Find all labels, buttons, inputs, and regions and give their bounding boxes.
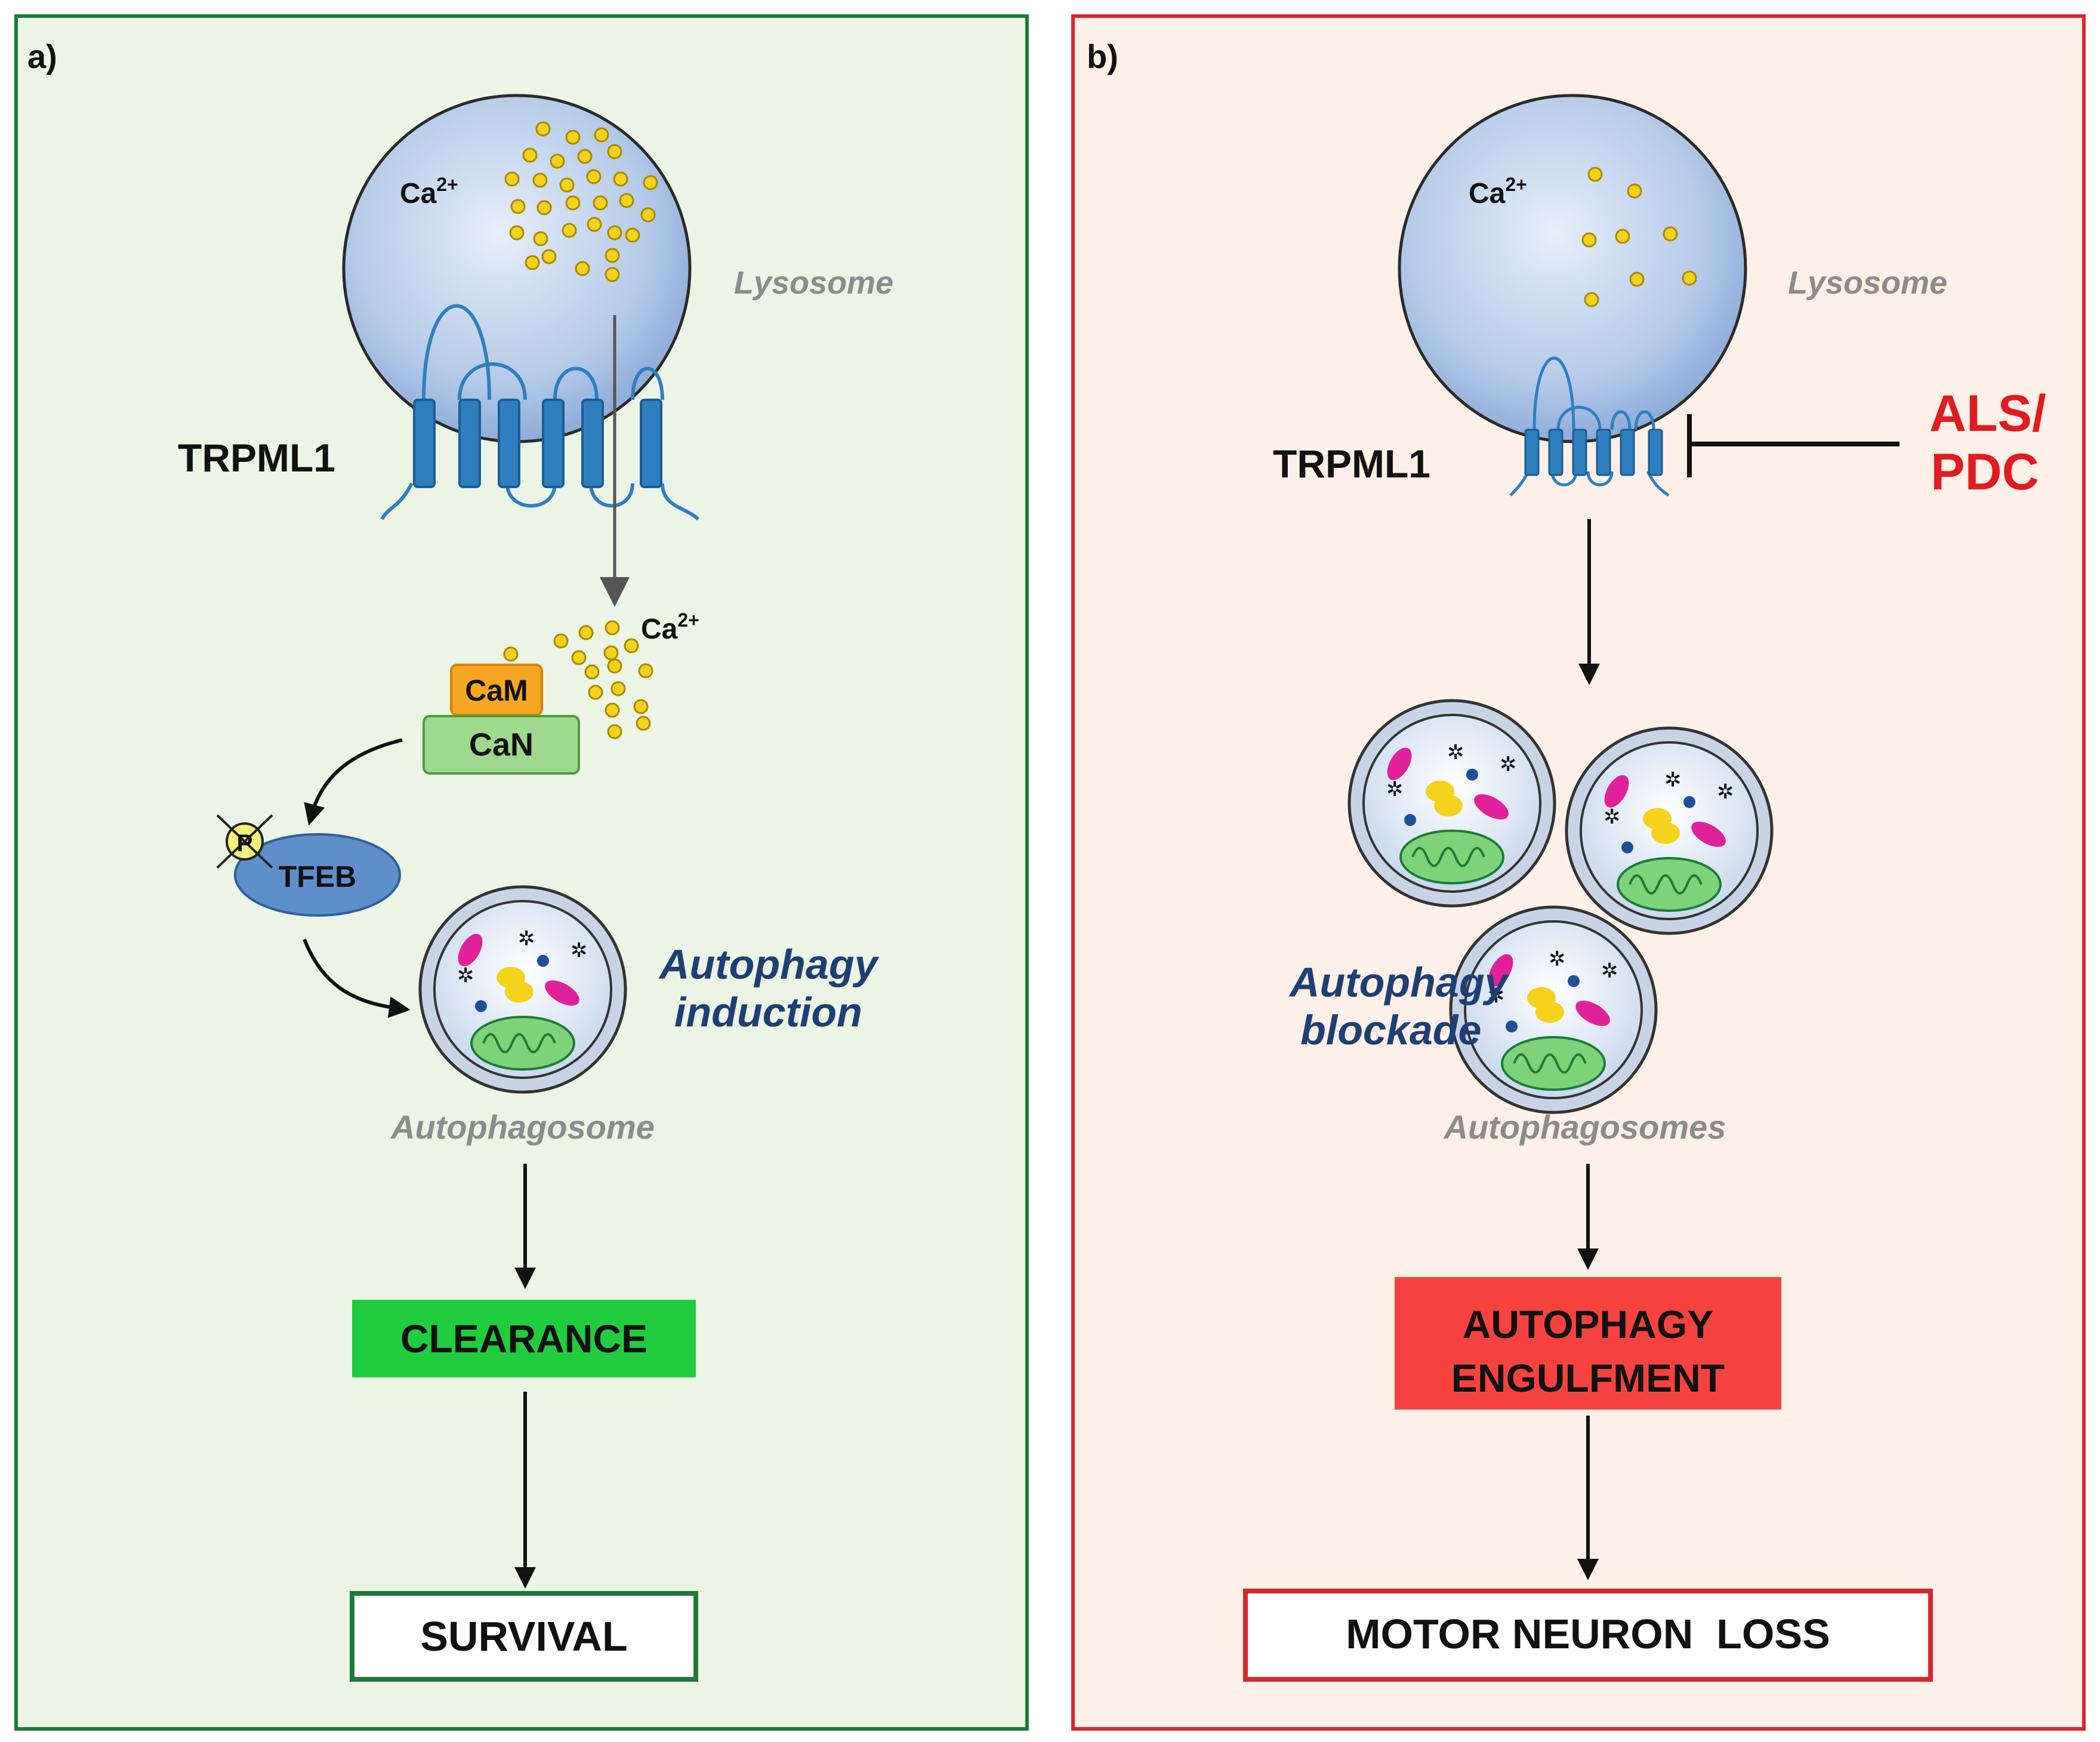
trpml1-label: TRPML1 <box>1273 442 1430 486</box>
engulfment-box <box>1395 1277 1781 1410</box>
svg-text:✲: ✲ <box>457 964 474 987</box>
engulfment-line2: ENGULFMENT <box>1451 1356 1725 1400</box>
disease-line1: ALS/ <box>1929 385 2046 442</box>
lysosome-label: Lysosome <box>734 265 893 301</box>
lysosome-ca-label: Ca2+ <box>400 174 458 209</box>
survival-box <box>350 1591 698 1682</box>
tfeb-to-autophagosome-arrow <box>303 938 411 1018</box>
lysosome-ca-label: Ca2+ <box>1469 174 1527 209</box>
clearance-label: CLEARANCE <box>400 1316 647 1361</box>
tfeb-ellipse <box>234 833 401 917</box>
panel-b-letter: b) <box>1087 38 1118 75</box>
autophagosome-right <box>1566 728 1772 933</box>
lysosome-label: Lysosome <box>1788 265 1947 301</box>
autophagosome-left <box>1349 701 1555 906</box>
autophagy-induction-line1: Autophagy <box>658 941 880 988</box>
engulfment-line1: AUTOPHAGY <box>1463 1302 1714 1346</box>
released-calcium-ions <box>503 620 653 739</box>
autophagy-induction-line2: induction <box>674 989 862 1035</box>
tfeb-label: TFEB <box>279 860 357 893</box>
phosphate-label: P <box>237 830 253 856</box>
autophagy-blockade-line1: Autophagy <box>1288 959 1510 1006</box>
motor-neuron-loss-label: MOTOR NEURON LOSS <box>1346 1611 1830 1657</box>
panel-a-letter: a) <box>27 38 57 75</box>
svg-text:✲: ✲ <box>571 939 588 962</box>
autophagosome-bottom <box>1451 907 1656 1112</box>
lysosome-calcium-ions <box>1581 167 1697 307</box>
autophagosomes-label: Autophagosomes <box>1443 1108 1726 1146</box>
disease-line2: PDC <box>1931 443 2039 501</box>
lysosome <box>1398 94 1747 443</box>
autophagosome: ✲ ✲ ✲ <box>418 885 627 1094</box>
autophagy-blockade-line2: blockade <box>1300 1007 1481 1053</box>
can-box <box>423 715 580 775</box>
inhibition-bar <box>1687 414 1899 477</box>
cam-label: CaM <box>465 674 528 707</box>
lysosome-calcium-ions <box>504 121 658 282</box>
trpml1-channel <box>380 304 700 521</box>
trpml1-label: TRPML1 <box>178 436 335 480</box>
released-ca-label: Ca2+ <box>641 609 699 645</box>
lysosome <box>342 94 692 443</box>
panel-a: a) Ca2+ Lysosome TRPML1 <box>14 14 1029 1731</box>
survival-label: SURVIVAL <box>420 1613 627 1660</box>
panel-b-diagram: ✲ ✲ ✲ b) Ca2+ Lysosome <box>1087 38 2046 1682</box>
panel-b: ✲ ✲ ✲ b) Ca2+ Lysosome <box>1071 14 2086 1731</box>
clearance-box <box>352 1300 696 1377</box>
motor-neuron-loss-box <box>1243 1589 1933 1682</box>
panel-a-diagram: a) Ca2+ Lysosome TRPML1 <box>27 38 893 1682</box>
autophagosome-label: Autophagosome <box>390 1108 655 1146</box>
can-label: CaN <box>469 727 534 763</box>
phosphate-removed-icon <box>216 814 273 869</box>
can-to-tfeb-arrow <box>304 738 403 826</box>
trpml1-channel <box>1509 356 1670 497</box>
svg-text:✲: ✲ <box>518 927 535 950</box>
